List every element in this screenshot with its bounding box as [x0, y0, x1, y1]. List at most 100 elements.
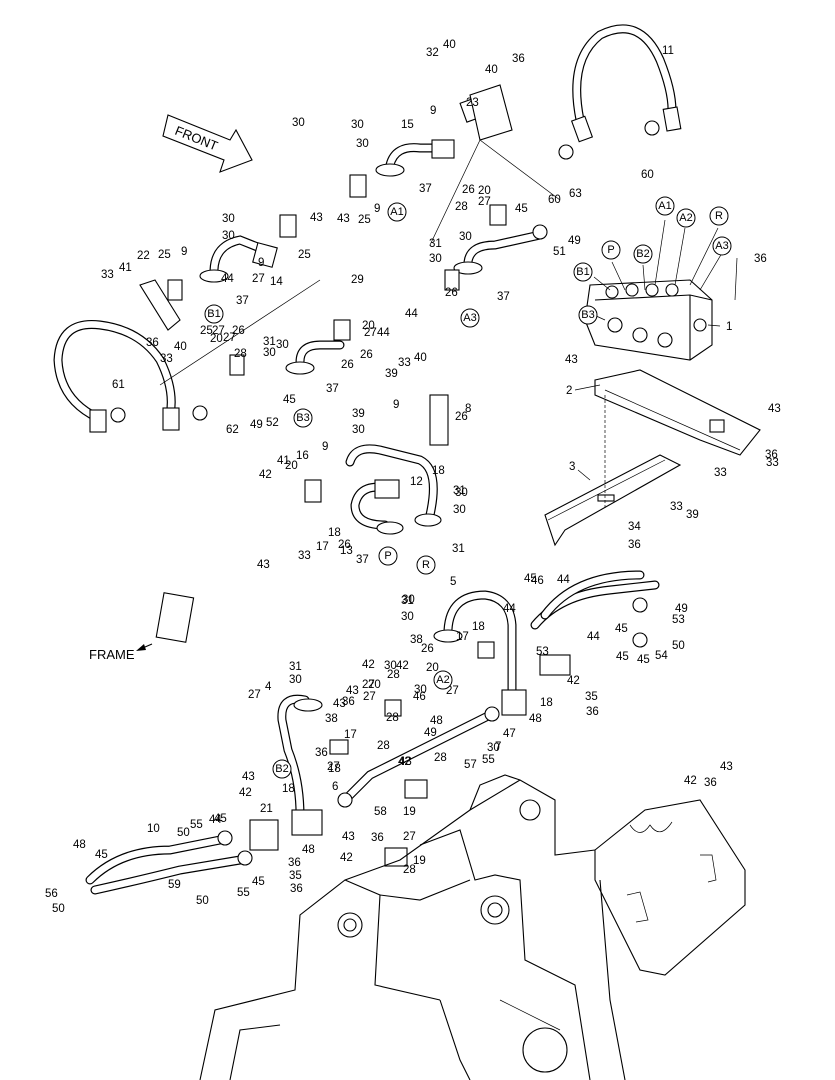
callout: 30 — [455, 487, 468, 499]
callout: 28 — [434, 752, 447, 764]
callout: 28 — [234, 348, 247, 360]
callout: 30 — [222, 230, 235, 242]
port-marker: B1 — [573, 262, 593, 282]
callout: 40 — [174, 341, 187, 353]
callout: 44 — [405, 308, 418, 320]
callout: 60 — [641, 169, 654, 181]
port-marker: B1 — [204, 304, 224, 324]
callout: 17 — [344, 729, 357, 741]
callout: 58 — [374, 806, 387, 818]
port-marker: B3 — [578, 305, 598, 325]
callout: 30 — [276, 339, 289, 351]
callout: 37 — [419, 183, 432, 195]
callout: 37 — [497, 291, 510, 303]
callout: 31 — [429, 238, 442, 250]
callout: 27 — [248, 689, 261, 701]
callout: 25 — [298, 249, 311, 261]
callout: 21 — [260, 803, 273, 815]
svg-text:B3: B3 — [581, 309, 594, 321]
callout: 9 — [393, 399, 399, 411]
callout: 40 — [443, 39, 456, 51]
svg-text:R: R — [422, 559, 430, 571]
callout: 45 — [515, 203, 528, 215]
callout: 41 — [277, 455, 290, 467]
callout: 55 — [190, 819, 203, 831]
svg-text:A2: A2 — [436, 674, 449, 686]
callout: 25 — [158, 249, 171, 261]
callout: 48 — [302, 844, 315, 856]
port-marker: P — [378, 546, 398, 566]
callout: 30 — [352, 424, 365, 436]
callout: 18 — [328, 527, 341, 539]
svg-text:A3: A3 — [463, 312, 476, 324]
callout: 54 — [655, 650, 668, 662]
callout: 45 — [283, 394, 296, 406]
callout: 18 — [472, 621, 485, 633]
callout: 43 — [257, 559, 270, 571]
callout: 19 — [413, 855, 426, 867]
callout: 9 — [322, 441, 328, 453]
rail-3 — [544, 454, 682, 547]
callout: 28 — [377, 740, 390, 752]
callout: 30 — [356, 138, 369, 150]
callout: 47 — [503, 728, 516, 740]
callout: 18 — [328, 763, 341, 775]
callout: 50 — [52, 903, 65, 915]
tube-15 — [375, 139, 455, 177]
callout: 37 — [236, 295, 249, 307]
callout: 7 — [495, 741, 501, 753]
port-marker: A3 — [460, 308, 480, 328]
callout: 26 — [462, 184, 475, 196]
svg-text:A3: A3 — [715, 240, 728, 252]
callout: 49 — [675, 603, 688, 615]
callout: 42 — [239, 787, 252, 799]
callout: 30 — [429, 253, 442, 265]
callout: 59 — [168, 879, 181, 891]
callout: 31 — [289, 661, 302, 673]
callout: 8 — [465, 403, 471, 415]
callout: 43 — [565, 354, 578, 366]
callout: 33 — [714, 467, 727, 479]
callout: 44 — [221, 273, 234, 285]
port-marker: P — [601, 240, 621, 260]
callout: 36 — [754, 253, 767, 265]
callout: 33 — [298, 550, 311, 562]
callout: 30 — [384, 660, 397, 672]
callout: 26 — [455, 411, 468, 423]
port-marker: B3 — [293, 408, 313, 428]
callout: 35 — [289, 870, 302, 882]
callout: 53 — [672, 614, 685, 626]
callout: 30 — [222, 213, 235, 225]
callout: 28 — [403, 864, 416, 876]
callout: 45 — [214, 813, 227, 825]
front-direction-arrow: FRONT — [162, 114, 253, 173]
callout: 26 — [338, 539, 351, 551]
callout: 49 — [568, 235, 581, 247]
callout: 25 — [200, 325, 213, 337]
callout: 45 — [637, 654, 650, 666]
callout: 26 — [232, 325, 245, 337]
callout: 10 — [147, 823, 160, 835]
svg-text:A1: A1 — [658, 200, 671, 212]
callout: 37 — [326, 383, 339, 395]
port-marker: R — [709, 206, 729, 226]
callout: 22 — [137, 250, 150, 262]
callout: 28 — [455, 201, 468, 213]
callout: 25 — [358, 214, 371, 226]
callout: 42 — [567, 675, 580, 687]
callout: 3 — [569, 461, 575, 473]
callout: 60 — [548, 194, 561, 206]
tube-51 — [453, 224, 548, 275]
cover-plate-54 — [594, 799, 746, 976]
callout: 26 — [341, 359, 354, 371]
hose-10-47 — [85, 830, 253, 895]
callout: 48 — [529, 713, 542, 725]
callout: 31 — [452, 543, 465, 555]
callout: 40 — [485, 64, 498, 76]
callout: 1 — [726, 321, 732, 333]
callout: 26 — [421, 643, 434, 655]
callout: 27 — [363, 691, 376, 703]
callout: 53 — [536, 646, 549, 658]
